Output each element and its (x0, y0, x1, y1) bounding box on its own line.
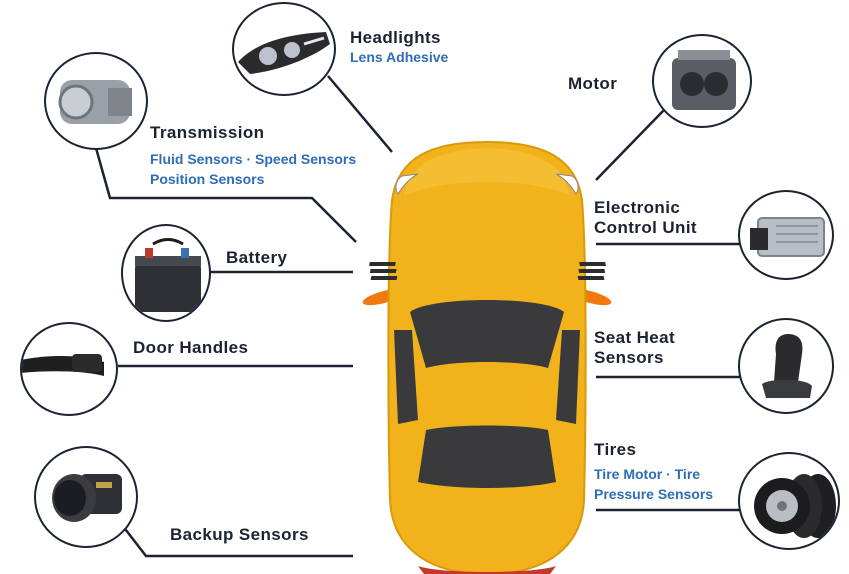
ecu-icon (738, 190, 834, 280)
tires-title: Tires (594, 440, 637, 459)
tire-icon (738, 452, 840, 550)
headlights-detail: Lens Adhesive (350, 49, 449, 65)
door-handle-icon (20, 322, 118, 416)
ecu-title-line-2: Control Unit (594, 218, 697, 237)
transmission-detail-2: Position Sensors (150, 171, 265, 187)
transmission-detail-1: Fluid Sensors · Speed Sensors (150, 151, 357, 167)
backup-sensors-title: Backup Sensors (170, 525, 309, 544)
battery-title: Battery (226, 248, 288, 267)
door-handles-title: Door Handles (133, 338, 249, 357)
ecu-title-line-1: Electronic (594, 198, 681, 217)
motor-title: Motor (568, 74, 618, 93)
transmission-icon (44, 52, 148, 150)
seat-heat-title-line-1: Seat Heat (594, 328, 676, 347)
tires-detail-2: Pressure Sensors (594, 486, 714, 502)
seat-heat-title-line-2: Sensors (594, 348, 664, 367)
transmission-connector (94, 147, 357, 243)
backup-sensor-icon (34, 446, 138, 548)
transmission-title: Transmission (150, 123, 265, 142)
motor-icon (652, 34, 752, 128)
headlights-title: Headlights (350, 28, 441, 47)
seat-icon (738, 318, 834, 414)
headlights-connector (327, 75, 393, 153)
battery-icon (121, 224, 211, 322)
motor-connector (595, 109, 665, 181)
headlight-icon (232, 2, 336, 96)
tires-detail-1: Tire Motor · Tire (594, 466, 701, 482)
